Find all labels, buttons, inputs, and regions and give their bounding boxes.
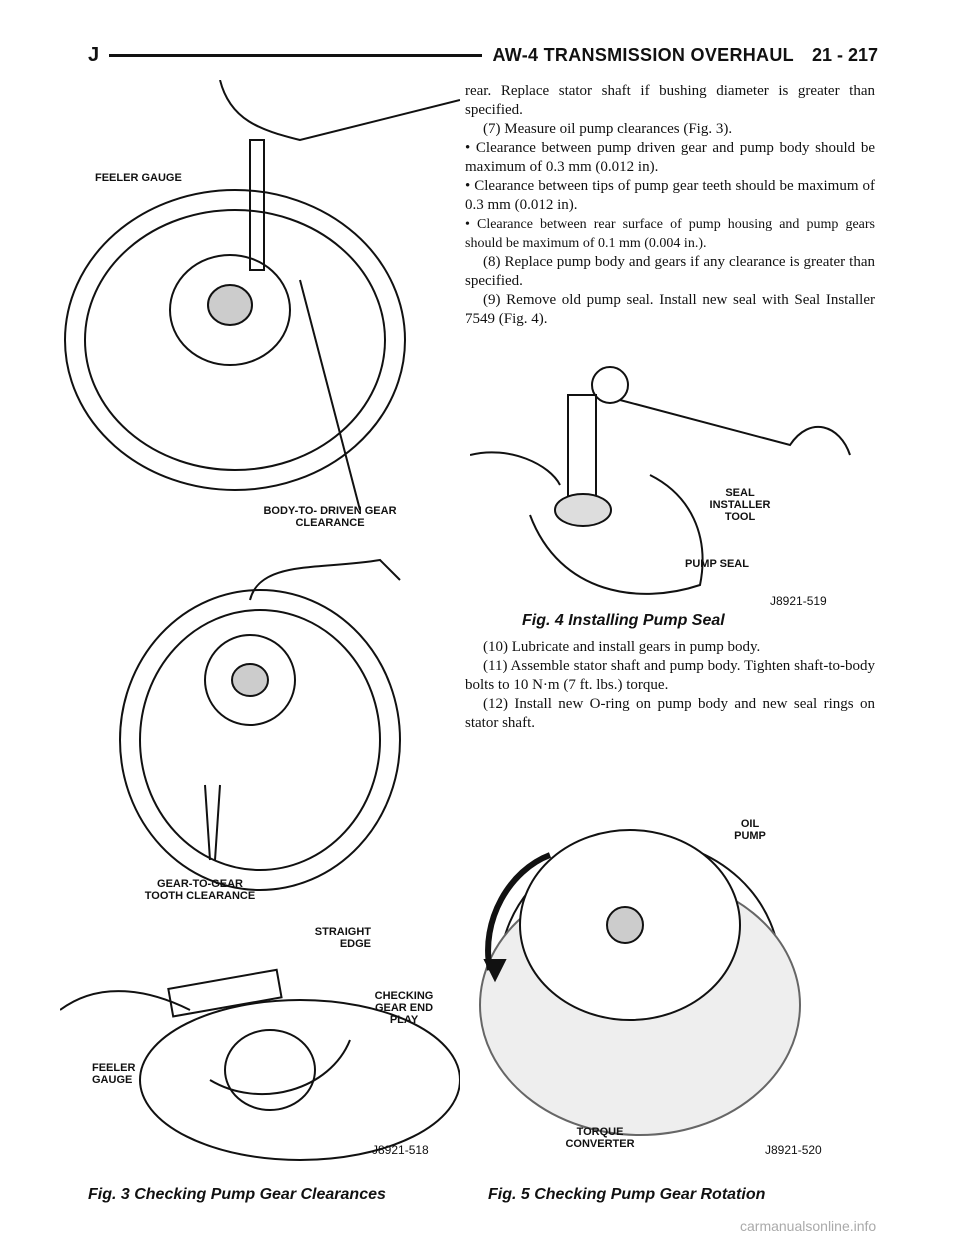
label-gear-to-gear: GEAR-TO-GEAR TOOTH CLEARANCE — [144, 878, 256, 902]
label-pump-seal: PUMP SEAL — [685, 558, 749, 570]
fig3-illustration — [60, 80, 460, 1161]
bullet: • Clearance between tips of pump gear te… — [465, 178, 875, 213]
bullet: • Clearance between pump driven gear and… — [465, 140, 875, 175]
label-torque-converter: TORQUE CONVERTER — [565, 1126, 635, 1150]
page-title: AW-4 TRANSMISSION OVERHAUL — [492, 45, 794, 65]
watermark: carmanualsonline.info — [740, 1218, 877, 1234]
body-text-top: rear. Replace stator shaft if bushing di… — [465, 82, 875, 329]
fig5-code: J8921-520 — [765, 1143, 822, 1157]
fig5-illustration — [479, 829, 801, 1136]
fig4-illustration — [470, 366, 851, 595]
label-oil-pump: OIL PUMP — [734, 818, 766, 842]
label-feeler-gauge: FEELER GAUGE — [95, 172, 182, 184]
label-seal-installer: SEAL INSTALLER TOOL — [709, 487, 771, 523]
bullet: • Clearance between rear surface of pump… — [465, 217, 875, 251]
label-body-to-driven: BODY-TO- DRIVEN GEAR CLEARANCE — [263, 505, 397, 529]
fig4-caption: Fig. 4 Installing Pump Seal — [522, 612, 725, 629]
label-straight-edge: STRAIGHT EDGE — [314, 926, 371, 950]
label-feeler-gauge-2: FEELER GAUGE — [92, 1062, 136, 1086]
fig3-caption: Fig. 3 Checking Pump Gear Clearances — [88, 1186, 386, 1203]
paragraph: (7) Measure oil pump clearances (Fig. 3)… — [483, 121, 733, 137]
page-number: 21 - 217 — [811, 45, 878, 65]
paragraph: (8) Replace pump body and gears if any c… — [465, 254, 875, 289]
body-text-bottom: (10) Lubricate and install gears in pump… — [465, 638, 875, 733]
paragraph: (9) Remove old pump seal. Install new se… — [465, 292, 875, 327]
paragraph: (11) Assemble stator shaft and pump body… — [465, 658, 875, 693]
fig3-code: J8921-518 — [372, 1143, 429, 1157]
paragraph: (10) Lubricate and install gears in pump… — [483, 639, 761, 655]
header-rule — [109, 54, 483, 57]
label-checking-end-play: CHECKING GEAR END PLAY — [374, 990, 434, 1026]
paragraph: (12) Install new O-ring on pump body and… — [465, 696, 875, 731]
fig4-code: J8921-519 — [770, 594, 827, 608]
page-header: J AW-4 TRANSMISSION OVERHAUL 21 - 217 — [88, 44, 878, 67]
fig5-caption: Fig. 5 Checking Pump Gear Rotation — [488, 1186, 766, 1203]
paragraph: rear. Replace stator shaft if bushing di… — [465, 83, 875, 118]
section-letter: J — [88, 44, 100, 66]
